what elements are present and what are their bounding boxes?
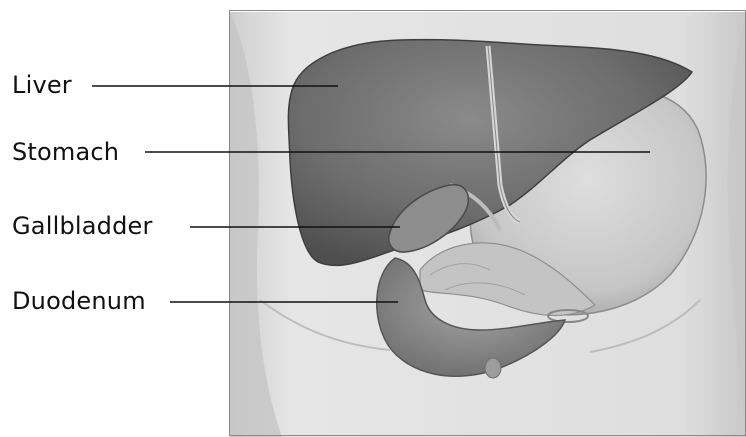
label-gallbladder: Gallbladder	[12, 212, 153, 240]
navel	[485, 358, 501, 378]
label-stomach: Stomach	[12, 138, 119, 166]
label-liver: Liver	[12, 71, 72, 99]
label-duodenum: Duodenum	[12, 287, 146, 315]
